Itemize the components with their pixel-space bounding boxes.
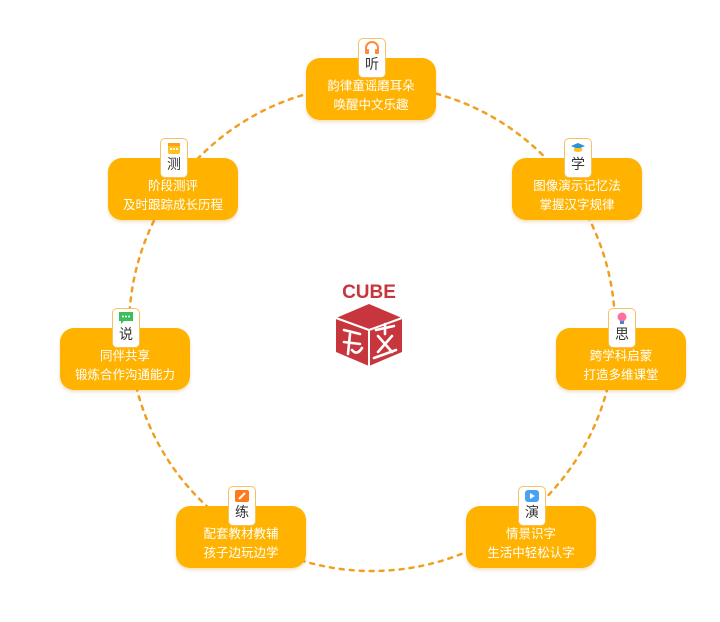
calendar-icon: [161, 141, 187, 157]
pencil-icon: [229, 489, 255, 505]
node-speak-char: 说: [119, 327, 133, 343]
node-speak-line1: 同伴共享: [99, 348, 150, 363]
node-think-line2: 打造多维课堂: [583, 367, 659, 382]
logo-text: CUBE: [342, 282, 396, 303]
node-think: 思 跨学科启蒙 打造多维课堂: [556, 308, 686, 390]
node-learn-char: 学: [571, 157, 585, 173]
headphones-icon: [359, 41, 385, 57]
node-test-line2: 及时跟踪成长历程: [122, 197, 223, 212]
node-test-char: 测: [167, 157, 181, 173]
node-learn-line2: 掌握汉字规律: [539, 197, 615, 212]
node-act-badge: 演: [518, 486, 546, 526]
node-act: 演 情景识字 生活中轻松认字: [466, 486, 596, 568]
graduation-cap-icon: [565, 141, 591, 157]
node-practice-line2: 孩子边玩边学: [203, 545, 279, 560]
node-speak-badge: 说: [112, 308, 140, 348]
node-act-char: 演: [525, 505, 539, 521]
node-think-line1: 跨学科启蒙: [589, 348, 653, 363]
node-practice: 练 配套教材教辅 孩子边玩边学: [176, 486, 306, 568]
node-listen: 听 韵律童谣磨耳朵 唤醒中文乐趣: [306, 38, 436, 120]
play-icon: [519, 489, 545, 505]
node-listen-badge: 听: [358, 38, 386, 78]
node-learn: 学 图像演示记忆法 掌握汉字规律: [512, 138, 642, 220]
node-learn-line1: 图像演示记忆法: [533, 178, 621, 193]
node-practice-badge: 练: [228, 486, 256, 526]
node-act-line1: 情景识字: [505, 526, 556, 541]
node-practice-char: 练: [235, 505, 249, 521]
cube-logo: CUBE: [330, 278, 408, 368]
node-think-badge: 思: [608, 308, 636, 348]
node-listen-line1: 韵律童谣磨耳朵: [327, 78, 415, 93]
chat-icon: [113, 311, 139, 327]
node-speak-line2: 锻炼合作沟通能力: [74, 367, 175, 382]
lightbulb-icon: [609, 311, 635, 327]
node-test-badge: 测: [160, 138, 188, 178]
node-learn-badge: 学: [564, 138, 592, 178]
node-speak: 说 同伴共享 锻炼合作沟通能力: [60, 308, 190, 390]
node-test-line1: 阶段测评: [147, 178, 198, 193]
node-act-line2: 生活中轻松认字: [487, 545, 575, 560]
node-listen-char: 听: [365, 57, 379, 73]
node-think-char: 思: [615, 327, 629, 343]
node-practice-line1: 配套教材教辅: [203, 526, 279, 541]
node-listen-line2: 唤醒中文乐趣: [333, 97, 409, 112]
node-test: 测 阶段测评 及时跟踪成长历程: [108, 138, 238, 220]
